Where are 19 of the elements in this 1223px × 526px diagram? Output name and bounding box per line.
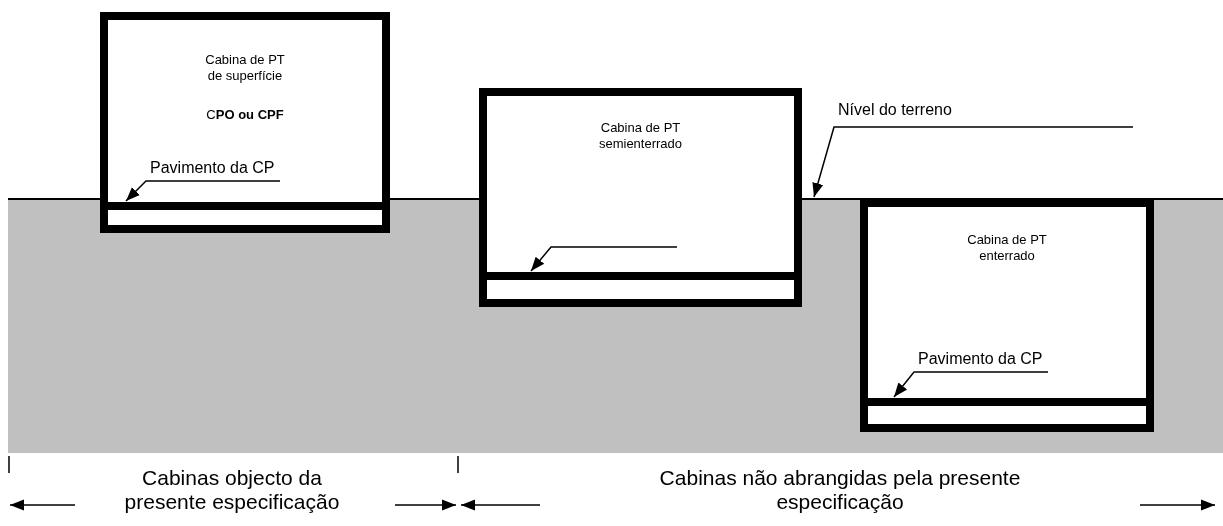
leader-label: Pavimento da CP — [150, 158, 275, 181]
cabin-label: Cabina de PT semienterrado — [597, 120, 684, 152]
cabin-box — [860, 199, 1154, 398]
leader-line — [530, 246, 678, 272]
cabin-label: Cabina de PT enterrado — [966, 232, 1048, 264]
cabin-box — [479, 88, 802, 272]
floor-slab — [100, 202, 390, 233]
leader-line — [893, 371, 1049, 398]
floor-slab — [860, 398, 1154, 432]
range-label: Cabinas não abrangidas pela presente especificação — [658, 466, 1022, 514]
cabin-box — [100, 12, 390, 202]
leader-label: Pavimento da CP — [918, 349, 1043, 372]
floor-slab — [479, 272, 802, 307]
leader-line — [125, 180, 281, 202]
cabin-label: CPO ou CPF — [205, 107, 285, 123]
cabin-label: Cabina de PT de superfície — [204, 52, 286, 84]
leader-line — [812, 126, 1134, 198]
leader-label: Nível do terreno — [838, 100, 952, 127]
range-label: Cabinas objecto da presente especificação — [123, 466, 341, 514]
